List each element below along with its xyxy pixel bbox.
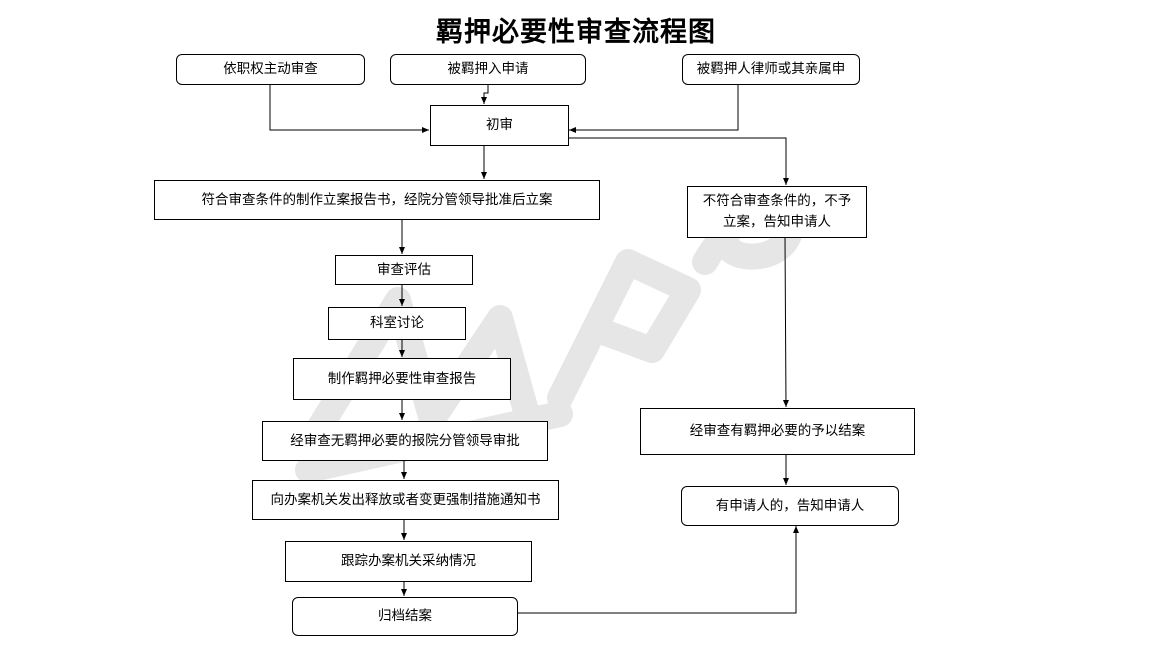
connector-archive-to-notify [518,526,799,614]
connector-detainee-to-initial [481,85,489,104]
node-review-assess: 审查评估 [335,255,473,285]
connector-initial-to-ineligible [569,137,789,185]
node-send-notice: 向办案机关发出释放或者变更强制措施通知书 [252,480,559,520]
node-track-adoption: 跟踪办案机关采纳情况 [285,541,532,582]
node-make-report: 制作羁押必要性审查报告 [293,358,511,400]
node-initial-review: 初审 [430,105,569,146]
connector-lawyer-to-initial [569,85,739,133]
node-section-discuss: 科室讨论 [328,307,466,340]
flowchart-title: 羁押必要性审查流程图 [436,17,716,48]
node-ineligible: 不符合审查条件的，不予立案，告知申请人 [687,186,867,238]
node-necessity-close: 经审查有羁押必要的予以结案 [640,408,915,455]
node-by-authority: 依职权主动审查 [176,54,365,85]
node-notify-applicant: 有申请人的，告知申请人 [681,486,899,526]
node-archive-close: 归档结案 [292,597,518,636]
connector-authority-to-initial [269,85,429,133]
node-eligible-case: 符合审查条件的制作立案报告书，经院分管领导批准后立案 [154,180,600,220]
node-detainee-apply: 被羁押入申请 [390,54,586,85]
node-no-necessity-approval: 经审查无羁押必要的报院分管领导审批 [262,421,548,461]
node-lawyer-apply: 被羁押人律师或其亲属申 [682,54,860,85]
